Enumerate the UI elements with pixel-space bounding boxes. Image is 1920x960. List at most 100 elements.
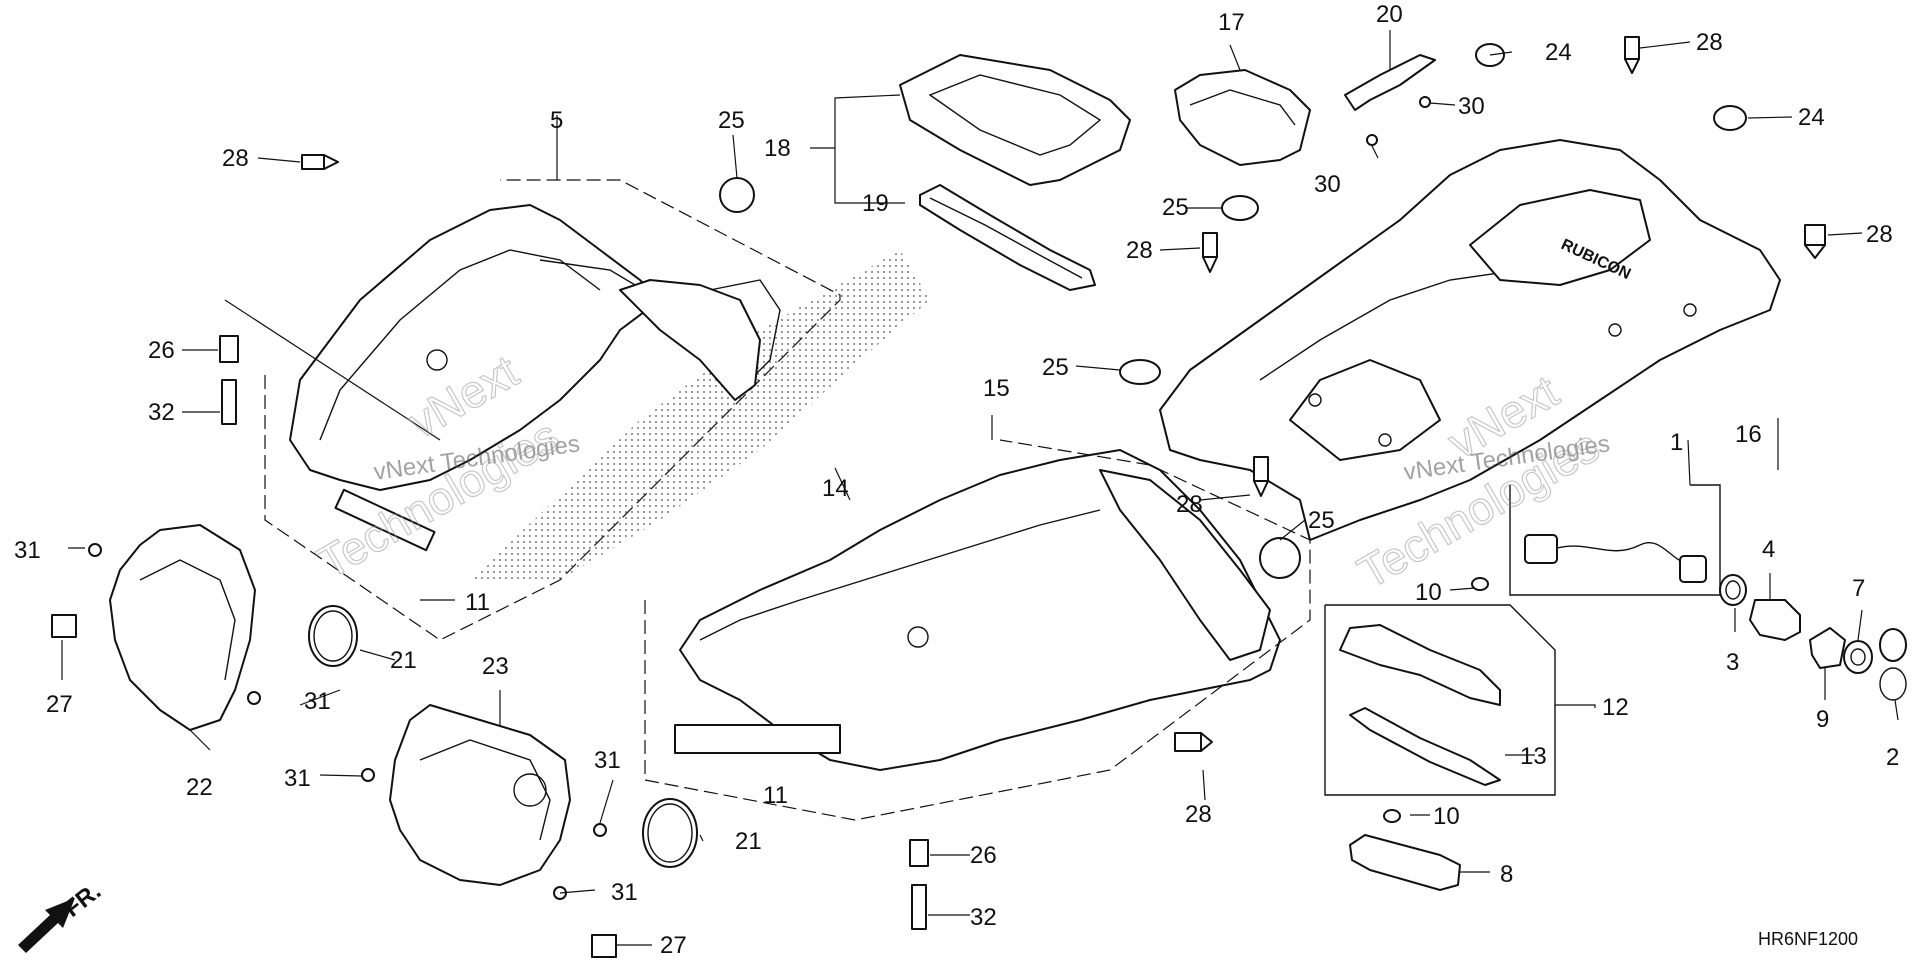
part-20-latch[interactable]: [1344, 54, 1436, 111]
fastener-28-f[interactable]: [1174, 732, 1213, 752]
group-outline-15: [644, 439, 1311, 821]
callout-1: 1: [1670, 429, 1683, 456]
part-3-nut[interactable]: [1719, 574, 1747, 606]
callout-10-a: 10: [1415, 579, 1442, 606]
callout-2: 2: [1886, 744, 1899, 771]
callout-25-c: 25: [1042, 354, 1069, 381]
callout-32-b: 32: [970, 904, 997, 931]
front-direction-arrow: [18, 898, 75, 953]
callout-27-b: 27: [660, 932, 687, 959]
part-10-cushion-b[interactable]: [1383, 809, 1401, 823]
part-17-utility-box[interactable]: [1174, 69, 1311, 166]
stipple-area-left: [470, 250, 930, 580]
callout-15: 15: [983, 375, 1010, 402]
callout-28-b: 28: [1696, 29, 1723, 56]
callout-32-a: 32: [148, 399, 175, 426]
part-1-harness[interactable]: [1524, 534, 1707, 583]
callout-28-a: 28: [222, 145, 249, 172]
callout-5: 5: [550, 107, 563, 134]
screw-31-d[interactable]: [593, 823, 607, 837]
callout-28-d: 28: [1176, 491, 1203, 518]
part-12-lid[interactable]: [1339, 624, 1501, 706]
leader-lines: [61, 30, 1899, 946]
bolt-26-a[interactable]: [219, 335, 239, 363]
callout-24-a: 24: [1545, 39, 1572, 66]
callout-11-a: 11: [465, 589, 490, 616]
grommet-24-b[interactable]: [1713, 105, 1747, 131]
callout-12: 12: [1602, 694, 1629, 721]
part-21-ring-top[interactable]: [308, 605, 358, 667]
clip-30-b[interactable]: [1366, 134, 1378, 146]
fastener-28-c[interactable]: [1202, 232, 1218, 273]
callout-22: 22: [186, 774, 213, 801]
fastener-28-d[interactable]: [1253, 456, 1269, 497]
callout-31-e: 31: [611, 879, 638, 906]
bolt-32-a[interactable]: [221, 379, 237, 425]
grommet-25-d[interactable]: [1259, 537, 1301, 579]
callout-31-d: 31: [594, 747, 621, 774]
bolt-32-b[interactable]: [911, 884, 927, 930]
grommet-25-a[interactable]: [719, 177, 755, 213]
callout-20: 20: [1376, 1, 1403, 28]
part-19-seal[interactable]: [919, 184, 1096, 291]
screw-31-c[interactable]: [361, 768, 375, 782]
callout-26-b: 26: [970, 842, 997, 869]
part-7-washer[interactable]: [1843, 640, 1873, 674]
part-5-fender-cover[interactable]: [289, 204, 781, 552]
callout-28-c: 28: [1126, 237, 1153, 264]
callout-31-a: 31: [14, 537, 41, 564]
part-21-ring-bottom[interactable]: [642, 798, 698, 868]
part-9-gasket[interactable]: [1809, 627, 1846, 669]
callout-7: 7: [1852, 575, 1865, 602]
fastener-28-a[interactable]: [301, 154, 339, 170]
callout-25-a: 25: [718, 107, 745, 134]
part-23-mudguard[interactable]: [389, 704, 571, 886]
callout-30-a: 30: [1458, 93, 1485, 120]
callout-19: 19: [862, 190, 889, 217]
grommet-25-b[interactable]: [1221, 195, 1259, 221]
part-8-bracket[interactable]: [1349, 834, 1461, 891]
fastener-28-b[interactable]: [1624, 36, 1640, 74]
screw-31-a[interactable]: [88, 543, 102, 557]
callout-25-b: 25: [1162, 194, 1189, 221]
part-18-lid[interactable]: [899, 54, 1131, 186]
clip-30-a[interactable]: [1419, 96, 1431, 108]
callout-14: 14: [822, 475, 849, 502]
bolt-26-b[interactable]: [909, 839, 929, 867]
bolt-27-a[interactable]: [51, 614, 77, 638]
part-4-plug[interactable]: [1749, 599, 1801, 641]
bolt-27-b[interactable]: [591, 934, 617, 958]
callout-11-b: 11: [763, 782, 788, 809]
callout-10-b: 10: [1433, 803, 1460, 830]
callout-23: 23: [482, 653, 509, 680]
callout-18: 18: [764, 135, 791, 162]
callout-24-b: 24: [1798, 104, 1825, 131]
part-13-seal[interactable]: [1349, 707, 1501, 786]
callout-31-b: 31: [304, 688, 331, 715]
callout-16: 16: [1735, 421, 1762, 448]
callout-26-a: 26: [148, 337, 175, 364]
callout-8: 8: [1500, 861, 1513, 888]
callout-4: 4: [1762, 536, 1775, 563]
callout-13: 13: [1520, 743, 1547, 770]
callout-17: 17: [1218, 9, 1245, 36]
callout-3: 3: [1726, 649, 1739, 676]
callout-9: 9: [1816, 706, 1829, 733]
grommet-25-c[interactable]: [1119, 359, 1161, 385]
part-22-mudguard[interactable]: [109, 524, 256, 731]
part-16-rear-fender[interactable]: [1159, 139, 1781, 541]
callout-21-b: 21: [735, 828, 762, 855]
callout-27-a: 27: [46, 691, 73, 718]
diagram-code: HR6NF1200: [1758, 929, 1858, 949]
group-box-12: [1324, 604, 1556, 796]
callout-21-a: 21: [390, 647, 417, 674]
part-2-cap[interactable]: [1879, 628, 1907, 701]
part-10-cushion-a[interactable]: [1471, 577, 1489, 591]
callout-28-f: 28: [1185, 801, 1212, 828]
part-15-inner-fender[interactable]: [674, 449, 1281, 771]
fastener-28-e[interactable]: [1804, 224, 1826, 259]
screw-31-b[interactable]: [247, 691, 261, 705]
callout-30-b: 30: [1314, 171, 1341, 198]
callout-25-d: 25: [1308, 507, 1335, 534]
